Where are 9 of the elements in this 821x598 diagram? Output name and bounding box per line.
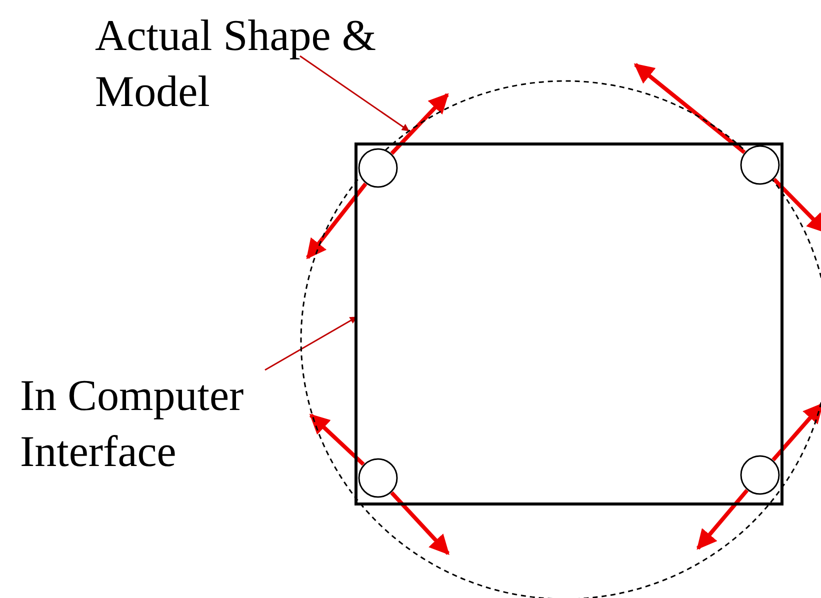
leader-line xyxy=(300,55,410,132)
arrow xyxy=(772,178,821,234)
callout-text: Actual Shape & Model xyxy=(95,8,455,120)
arrow xyxy=(696,488,749,550)
leader-line xyxy=(264,316,358,371)
arrow xyxy=(390,491,450,555)
callout-text: In Computer Interface xyxy=(20,368,320,480)
arrow xyxy=(390,93,449,155)
arrow xyxy=(634,63,746,154)
